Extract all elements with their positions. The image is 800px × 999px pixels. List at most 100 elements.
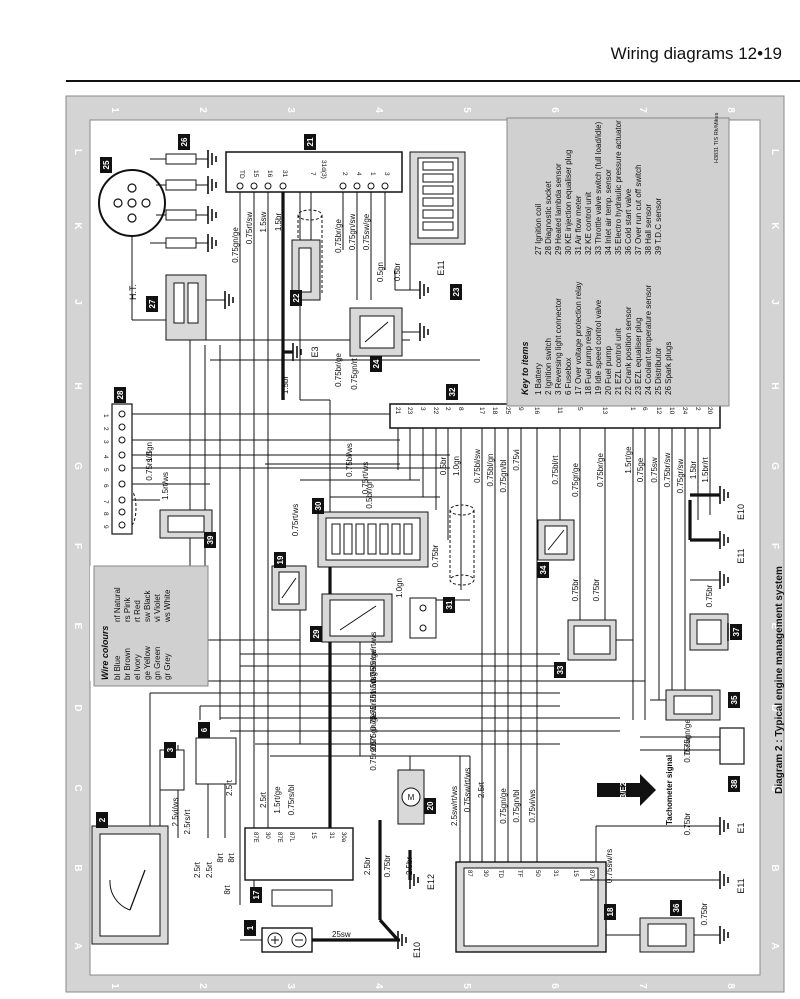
header-section-name: Wiring diagrams bbox=[610, 44, 734, 63]
wire-label: 0.75vi bbox=[512, 449, 521, 471]
wire-label: 0.75bl/rt bbox=[551, 455, 560, 485]
pin-17-31: 31 bbox=[328, 832, 334, 839]
key-item-4: 6 Fusebox bbox=[564, 358, 573, 395]
badge-29: 29 bbox=[312, 629, 321, 638]
key-item-3: 3 Reversing light connector bbox=[554, 298, 563, 395]
pin-32-10: 10 bbox=[668, 407, 675, 415]
wire-colour-br: br Brown bbox=[123, 648, 132, 680]
grid-row-G: G bbox=[72, 462, 83, 470]
pin-28-7: 7 bbox=[102, 500, 109, 504]
pin-18-30: 30 bbox=[482, 870, 488, 877]
badge-32: 32 bbox=[448, 387, 457, 396]
wire-label: 0.75sw/rt/ws bbox=[369, 632, 378, 676]
distributor bbox=[98, 169, 175, 321]
pin-28-9: 9 bbox=[102, 525, 109, 529]
grid-row-H: H bbox=[72, 382, 83, 389]
header-title: Wiring diagrams 12•19 bbox=[611, 44, 782, 64]
pin-21-4: 4 bbox=[355, 172, 362, 176]
key-item-17: 29 Heated lambda sensor bbox=[554, 163, 563, 255]
wire-label: 0.75sw bbox=[650, 457, 659, 483]
wire-label: 0.75bl/ws bbox=[345, 443, 354, 477]
wire-colour-el: el Ivory bbox=[133, 654, 142, 680]
page-header: Wiring diagrams 12•19 bbox=[0, 0, 800, 90]
badge-20: 20 bbox=[426, 801, 435, 810]
pin-32-3: 3 bbox=[419, 407, 426, 411]
key-title: Key to items bbox=[520, 341, 530, 395]
key-item-25: 37 Over run cut off switch bbox=[634, 164, 643, 255]
key-item-10: 22 Crank position sensor bbox=[624, 306, 633, 395]
pin-17-87e: 87E bbox=[252, 832, 258, 843]
wire-label: 1.0gn bbox=[452, 456, 461, 476]
badge-22: 22 bbox=[292, 293, 301, 302]
wire-label: 0.75sw bbox=[683, 737, 692, 763]
wire-label: 2.5rt bbox=[477, 781, 486, 798]
grid-col-5-bottom: 5 bbox=[461, 983, 472, 989]
grid-col-8-bottom: 8 bbox=[725, 983, 736, 989]
grid-col-3-bottom: 3 bbox=[285, 983, 296, 989]
grid-col-6: 6 bbox=[549, 107, 560, 113]
wire-label: 0.75gn/ge bbox=[683, 719, 692, 755]
wire-label: 0.75br/sw bbox=[663, 452, 672, 487]
grid-row-H-right: H bbox=[769, 382, 780, 389]
badge-36: 36 bbox=[672, 903, 681, 912]
grid-col-1-bottom: 1 bbox=[109, 983, 120, 989]
wire-label: 1.5br bbox=[281, 376, 290, 395]
key-item-22: 34 Inlet air temp. sensor bbox=[604, 169, 613, 255]
wire-label: 1.0gn bbox=[395, 578, 404, 598]
pin-18-87v: 87V bbox=[588, 870, 594, 881]
wire-label: 8rt bbox=[216, 853, 225, 863]
wire-label: 0.75br bbox=[431, 544, 440, 567]
grid-row-D: D bbox=[72, 704, 83, 711]
ground-label-e10a: E10 bbox=[736, 504, 746, 520]
grid-col-3: 3 bbox=[285, 107, 296, 113]
badge-26: 26 bbox=[180, 137, 189, 146]
heated-lambda-sensor bbox=[321, 593, 393, 643]
grid-row-E-right: E bbox=[769, 623, 780, 630]
key-item-24: 36 Cold start valve bbox=[624, 188, 633, 255]
wire-colours-box bbox=[90, 565, 209, 687]
pressure-actuator bbox=[665, 689, 721, 721]
pin-32-2b: 2 bbox=[694, 407, 701, 411]
grid-row-J: J bbox=[72, 299, 83, 305]
pin-32-1: 1 bbox=[629, 407, 636, 411]
cold-start-valve bbox=[639, 917, 695, 953]
wire-label: 0.75sw/rt/ws bbox=[463, 768, 472, 812]
key-item-6: 18 Fuel pump relay bbox=[584, 327, 593, 395]
pin-32-22: 22 bbox=[432, 407, 439, 415]
wire-label: 0.75gn/ge bbox=[499, 788, 508, 824]
pin-32-5: 5 bbox=[576, 407, 583, 411]
wire-label: 25sw bbox=[332, 930, 351, 939]
wire-colour-gn: gn Green bbox=[153, 647, 162, 680]
wire-label: 0.75br bbox=[383, 854, 392, 877]
wire-colour-bl: bl Blue bbox=[113, 655, 122, 680]
badge-30: 30 bbox=[314, 501, 323, 510]
wire-colours-title: Wire colours bbox=[100, 626, 110, 680]
wire-label: 2.5sw/rt/ws bbox=[450, 786, 459, 826]
wire-label: 2.5br bbox=[363, 857, 372, 876]
grid-col-1: 1 bbox=[109, 107, 120, 113]
grid-row-K: K bbox=[72, 222, 83, 230]
key-item-9: 21 EZL control unit bbox=[614, 327, 623, 395]
wire-label: 0.75br/ge bbox=[334, 353, 343, 387]
wire-label: 1.5br bbox=[689, 461, 698, 480]
wire-label: 2.5rt bbox=[205, 861, 214, 878]
key-item-26: 38 Hall sensor bbox=[644, 204, 653, 255]
badge-39: 39 bbox=[206, 535, 215, 544]
wire-label: 0.5br/gn bbox=[365, 479, 374, 508]
wire-label: 0.75gn/rt bbox=[350, 357, 359, 389]
pin-32-20: 20 bbox=[706, 407, 713, 415]
badge-3: 3 bbox=[166, 747, 175, 752]
grid-row-F-right: F bbox=[769, 543, 780, 549]
ignition-switch bbox=[91, 825, 169, 945]
key-item-19: 31 Air flow meter bbox=[574, 195, 583, 255]
wire-label: 0.75br bbox=[571, 578, 580, 601]
pin-21-15: 15 bbox=[252, 170, 259, 178]
badge-28: 28 bbox=[116, 390, 125, 399]
badge-17: 17 bbox=[252, 890, 261, 899]
pin-17-30: 30 bbox=[264, 832, 270, 839]
badge-35: 35 bbox=[730, 695, 739, 704]
key-item-16: 28 Diagnostic socket bbox=[544, 180, 553, 255]
pin-28-1: 1 bbox=[102, 414, 109, 418]
wire-label: 0.75rs/rt bbox=[145, 451, 154, 481]
